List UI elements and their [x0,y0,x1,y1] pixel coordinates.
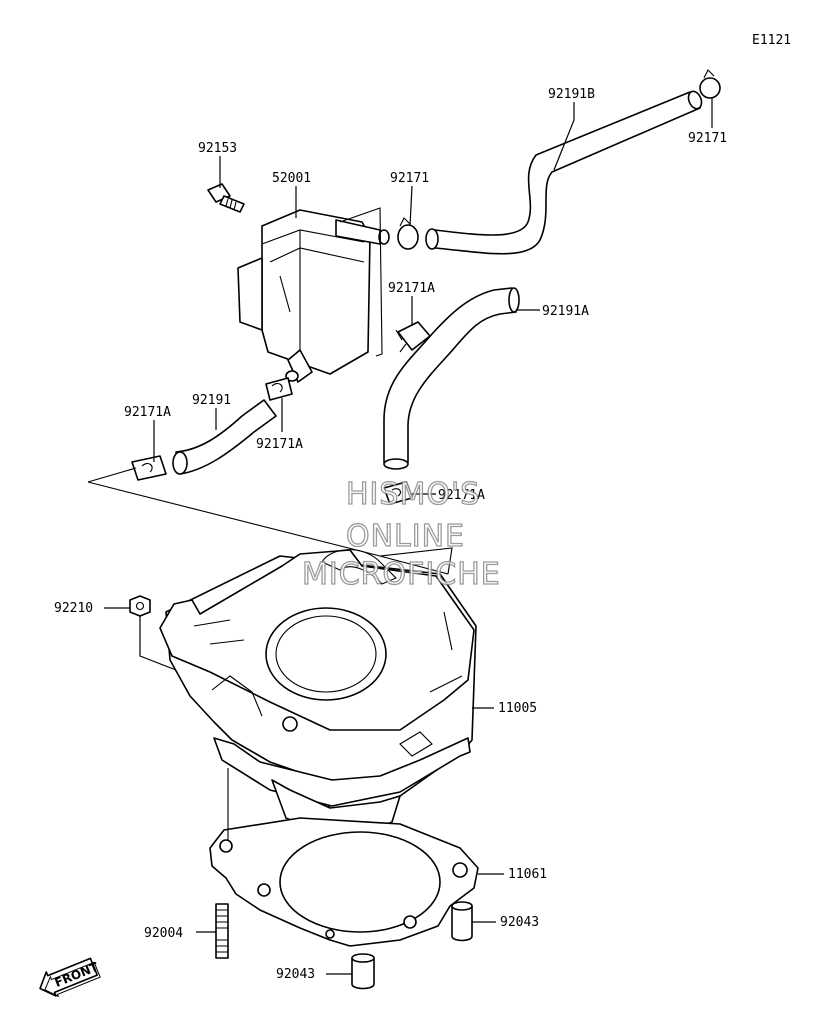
callout-92043-right: 92043 [500,915,539,930]
clamp-92171-mid[interactable] [397,217,419,250]
front-arrow-icon: FRONT [39,957,101,998]
watermark-line-3: MICROFICHE [302,557,501,592]
callout-92191b: 92191B [548,87,595,102]
breather-frame-line [339,207,383,357]
callout-92210: 92210 [54,601,93,616]
gasket-11061[interactable] [209,817,479,947]
hose-92191a[interactable] [383,287,520,470]
leader-lines [104,98,713,975]
callout-52001: 52001 [272,171,311,186]
clamp-92171-top[interactable] [699,69,721,99]
callout-92171a-center: 92171A [256,437,303,452]
callout-92153: 92153 [198,141,237,156]
watermark-line-1: HISMO'S [346,477,480,512]
callout-92171a-left: 92171A [124,405,171,420]
watermark-line-2: ONLINE [346,519,465,554]
callout-92171a-lower: 92171A [438,488,485,503]
bolt-92153[interactable] [207,183,245,213]
cylinder-11005[interactable] [159,549,477,835]
assembly-line-right [379,547,453,575]
hose-92191[interactable] [172,399,277,475]
dowel-pin-92043-right[interactable] [451,901,473,942]
callout-92004: 92004 [144,926,183,941]
stud-92004[interactable] [215,903,229,959]
nut-92210[interactable] [129,595,151,617]
clamp-92171a-upper[interactable] [395,321,431,353]
clamp-92171a-center[interactable] [265,377,293,401]
diagram-id: E1121 [752,33,791,48]
callout-92171-top: 92171 [688,131,727,146]
callout-92191a: 92191A [542,304,589,319]
dowel-pin-92043-bottom[interactable] [351,953,375,990]
clamp-92171a-left[interactable] [131,455,167,481]
callout-92171a-upper: 92171A [388,281,435,296]
hose-92191b[interactable] [425,89,704,255]
callout-92171-mid: 92171 [390,171,429,186]
assembly-line-left [87,467,137,483]
callout-92191: 92191 [192,393,231,408]
callout-11061: 11061 [508,867,547,882]
clamp-92171a-lower[interactable] [383,481,413,505]
breather-box-52001[interactable] [237,209,390,383]
callout-11005: 11005 [498,701,537,716]
callout-92043-bottom: 92043 [276,967,315,982]
